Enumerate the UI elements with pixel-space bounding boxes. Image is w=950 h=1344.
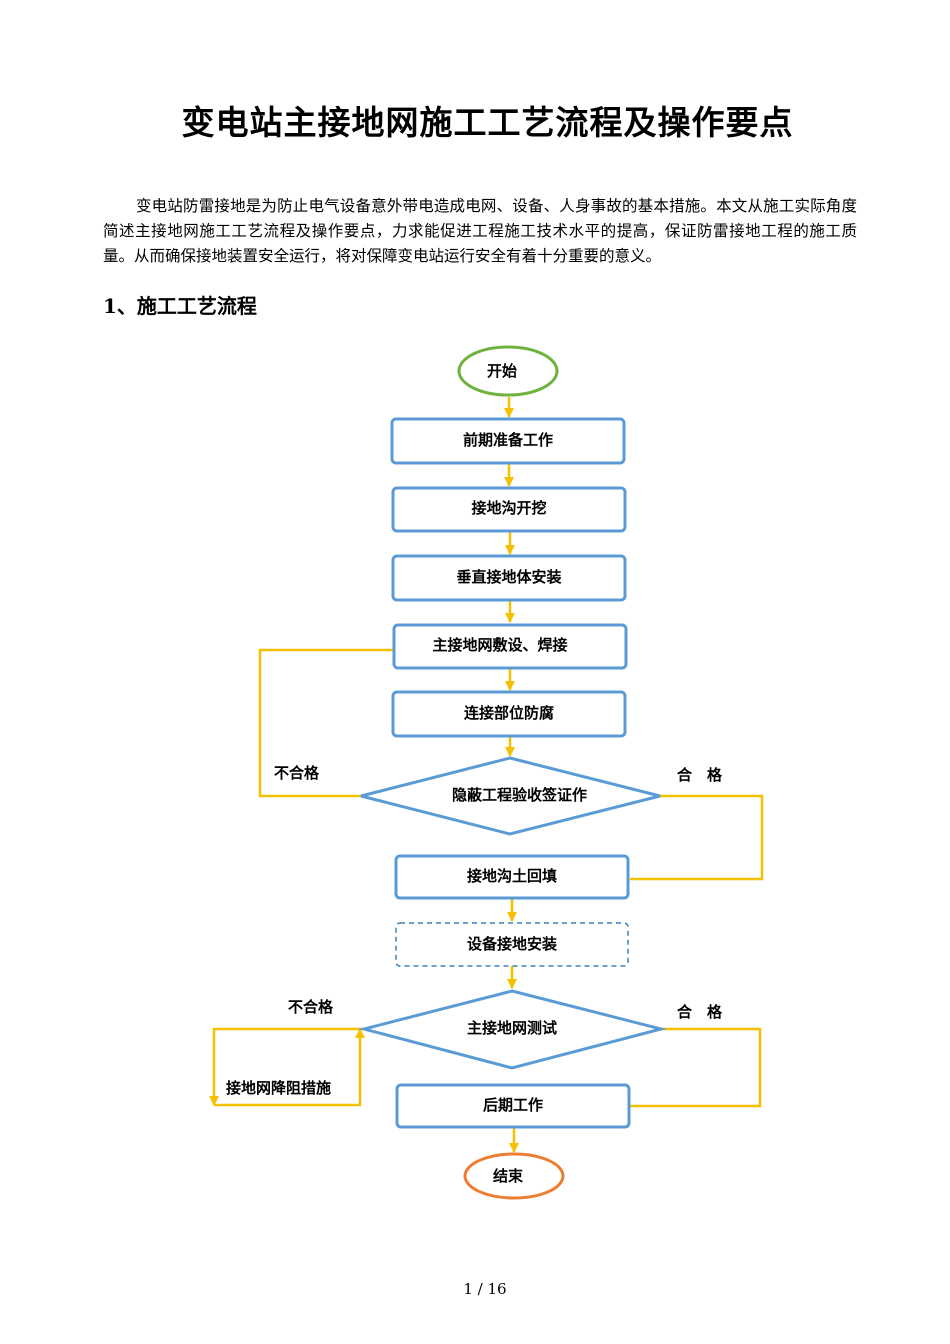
step-backfill-label: 接地沟土回填 xyxy=(467,867,557,885)
step-equipment-box xyxy=(395,922,629,967)
step-vertical-box xyxy=(391,554,627,602)
end-terminator xyxy=(463,1152,565,1200)
section-heading: 1、施工工艺流程 xyxy=(103,294,257,318)
step-dig-label: 接地沟开挖 xyxy=(471,499,546,517)
decision-hidden-inspection-label: 隐蔽工程验收签证作 xyxy=(452,786,587,804)
pass-label-1: 合 格 xyxy=(676,766,723,784)
remedy-label: 接地网降阻措施 xyxy=(226,1079,331,1097)
step-prep-label: 前期准备工作 xyxy=(463,431,553,449)
start-label: 开始 xyxy=(487,362,517,380)
step-vertical-label: 垂直接地体安装 xyxy=(456,568,562,586)
page-title: 变电站主接地网施工工艺流程及操作要点 xyxy=(181,103,794,142)
connector-decision2-pass xyxy=(630,1027,762,1108)
end-label: 结束 xyxy=(493,1167,524,1185)
connector-decision1-pass xyxy=(630,794,764,881)
intro-paragraph: 变电站防雷接地是为防止电气设备意外带电造成电网、设备、人身事故的基本措施。本文从… xyxy=(103,197,857,265)
step-anticorrosion-box xyxy=(391,690,627,738)
connector-decision2-fail-remedy xyxy=(209,1027,364,1106)
step-grid-label: 主接地网敷设、焊接 xyxy=(432,636,567,654)
step-dig-box xyxy=(391,486,627,533)
flow-connectors xyxy=(209,397,764,1153)
decision-hidden-inspection xyxy=(360,756,661,836)
step-final-label: 后期工作 xyxy=(483,1096,543,1114)
pass-label-2: 合 格 xyxy=(676,1003,723,1021)
step-anticorrosion-label: 连接部位防腐 xyxy=(464,704,554,722)
decision-grid-test-label: 主接地网测试 xyxy=(467,1019,557,1037)
decision-grid-test xyxy=(358,989,667,1070)
fail-label-2: 不合格 xyxy=(288,998,334,1016)
connector-decision1-fail-loop xyxy=(258,648,394,798)
start-terminator xyxy=(457,345,559,397)
page-number: 1 / 16 xyxy=(463,1280,507,1298)
step-grid-box xyxy=(392,623,628,670)
step-equipment-label: 设备接地安装 xyxy=(467,935,558,953)
connector-remedy-return xyxy=(214,1028,365,1107)
step-backfill-box xyxy=(394,854,630,900)
step-final-box xyxy=(395,1083,631,1129)
step-prep-box xyxy=(390,417,626,465)
fail-label-1: 不合格 xyxy=(274,764,320,782)
